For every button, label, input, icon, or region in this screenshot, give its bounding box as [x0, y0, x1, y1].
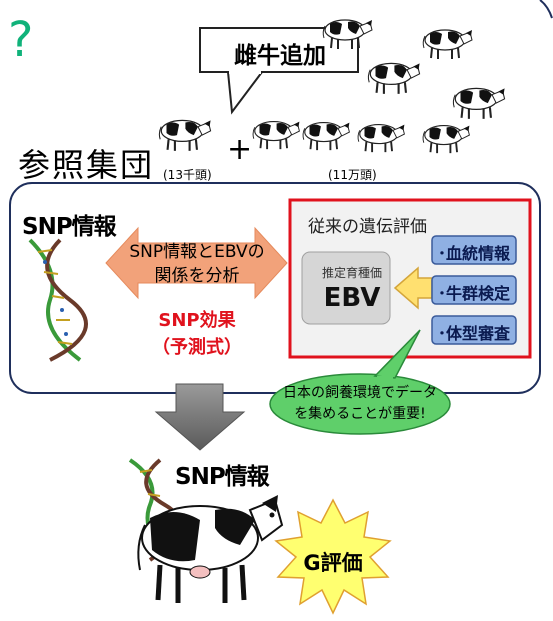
item-pedigree: ･血統情報 [437, 244, 510, 263]
heifer-callout-label: 雌牛追加 [234, 43, 326, 69]
snp-info-title: SNP情報 [22, 214, 117, 240]
snp-effect-line1: SNP効果 [158, 310, 236, 331]
item-box-pedigree [431, 235, 517, 265]
reference-cow [158, 119, 212, 152]
item-herd-test: ･牛群検定 [437, 284, 510, 303]
traditional-evaluation-title: 従来の遺伝評価 [308, 217, 427, 237]
green-callout-line1: 日本の飼養環境でデータ [283, 385, 437, 401]
g-evaluation-starburst [274, 498, 392, 615]
item-box-herd-test [431, 275, 517, 305]
reference-group-title: 参照集団 [18, 146, 155, 184]
plus-sign: + [227, 132, 253, 167]
snp-effect-line2: （予測式） [152, 337, 242, 358]
bottom-snp-label: SNP情報 [175, 464, 270, 490]
item-type-evaluation: ･体型審査 [437, 324, 510, 343]
ebv-box [301, 251, 391, 325]
question-mark: ? [8, 12, 34, 68]
corner-border [539, 0, 553, 19]
ebv-label: 推定育種価 [321, 266, 382, 280]
reference-count-right: (11万頭) [328, 168, 377, 182]
evaluated-cow [137, 495, 284, 603]
analysis-double-arrow [105, 226, 288, 300]
green-callout [269, 329, 451, 435]
green-callout-line2: を集めることが重要! [294, 406, 426, 422]
arrow-text-line1: SNP情報とEBVの [129, 242, 265, 262]
g-evaluation-label: G評価 [303, 551, 363, 575]
ebv-value: EBV [323, 283, 381, 313]
reference-count-left: (13千頭) [163, 168, 212, 182]
arrow-text-line2: 関係を分析 [154, 266, 240, 286]
dna-helix-icon [28, 238, 88, 362]
item-box-type-eval [431, 315, 517, 345]
down-arrow [154, 383, 246, 451]
